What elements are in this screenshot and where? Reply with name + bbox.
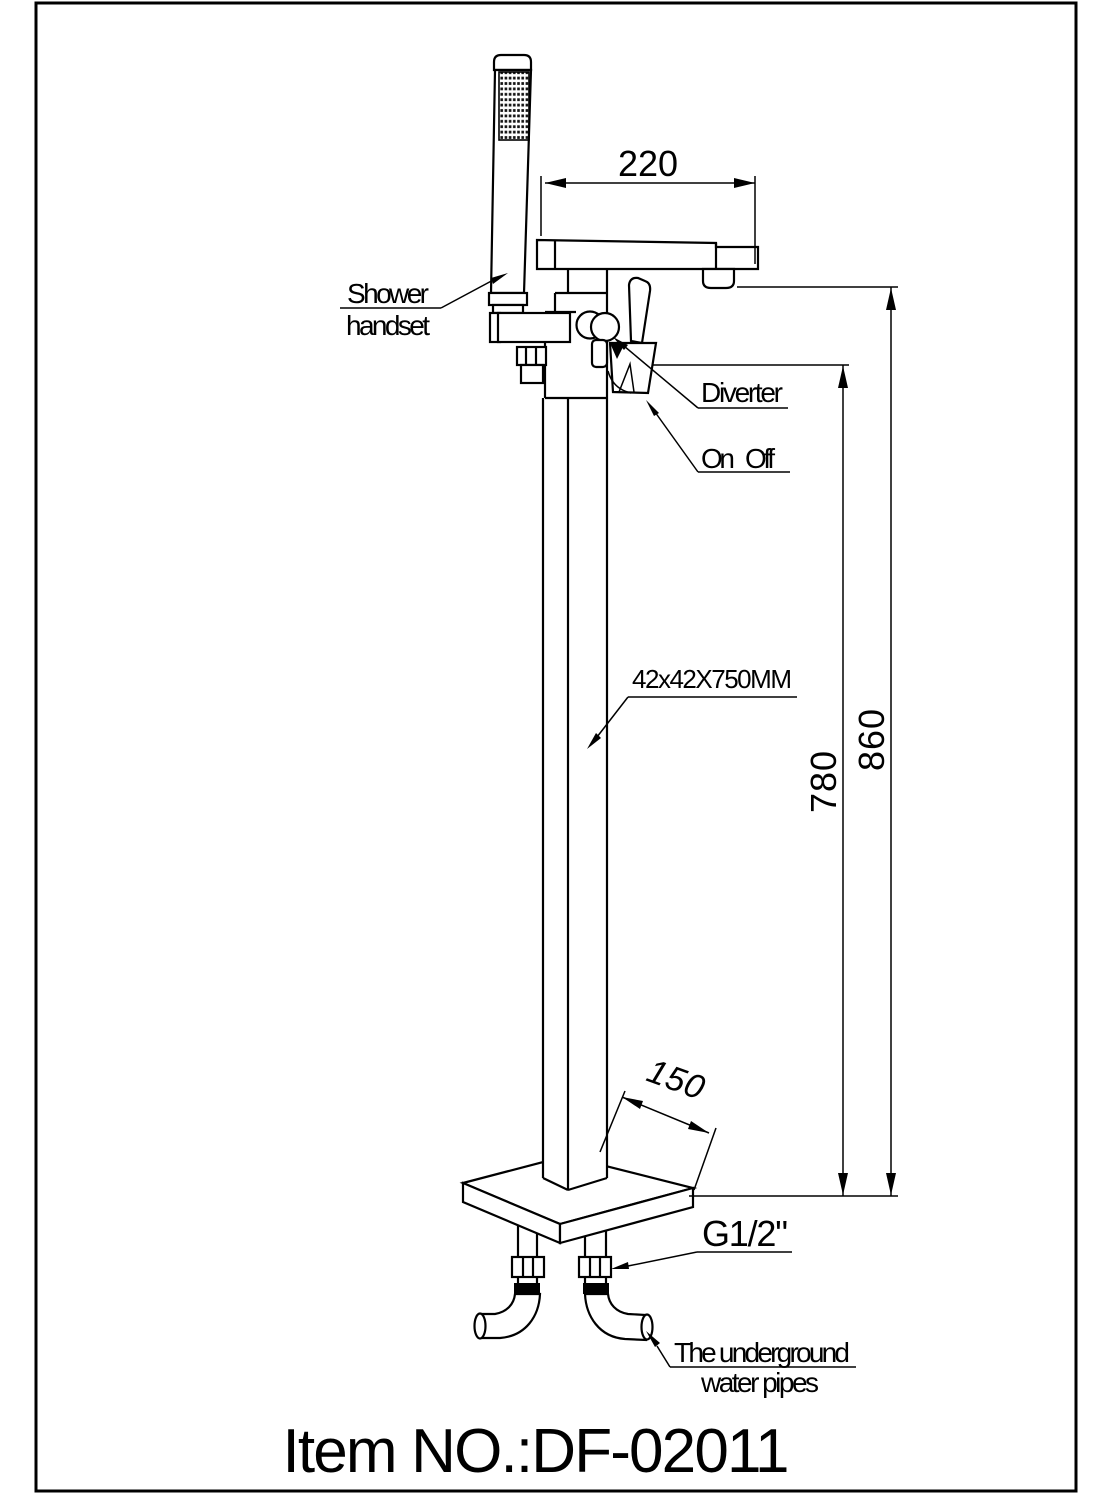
dim-220-value: 220: [618, 143, 678, 184]
item-number-title: Item NO.:DF-02011: [283, 1417, 790, 1486]
hose-connector: [519, 363, 545, 385]
on-off-lever: [627, 276, 652, 345]
handset-cap: [492, 53, 533, 72]
dim-860-value: 860: [851, 709, 892, 771]
lever-cone-base: [608, 341, 658, 395]
on-off-text: On Off: [701, 443, 775, 474]
diverter-stem: [590, 338, 609, 369]
label-on-off: On Off: [646, 400, 790, 474]
spout-outlet: [701, 267, 736, 290]
left-pipe-nut: [510, 1255, 546, 1279]
handset-collar: [487, 291, 529, 307]
label-underground-pipes: The underground water pipes: [646, 1331, 856, 1398]
dimension-780: 780: [652, 364, 849, 1196]
left-pipe-opening: [473, 1312, 487, 1340]
dimension-220: 220: [540, 143, 756, 264]
left-pipe-elbow: [479, 1292, 542, 1340]
label-thread-size: G1/2": [611, 1213, 792, 1269]
underground-text-1: The underground: [674, 1337, 850, 1368]
shower-hose: [429, 377, 554, 1097]
tub-spout: [535, 238, 760, 290]
label-column-spec: 42x42X750MM: [587, 664, 797, 749]
dimension-860: 860: [689, 286, 898, 1197]
drawing-border: [34, 1, 1078, 1493]
underground-text-2: water pipes: [700, 1367, 819, 1398]
label-diverter: Diverter: [613, 337, 788, 409]
base-plate: [459, 1154, 698, 1245]
right-pipe-nut: [577, 1255, 613, 1279]
dim-780-value: 780: [803, 751, 844, 813]
left-pipe-seal-band: [514, 1283, 540, 1294]
shower-handset-text-1: Shower: [347, 278, 429, 309]
shower-handset-text-2: handset: [346, 310, 430, 341]
thread-size-text: G1/2": [702, 1213, 788, 1254]
shower-handset-assembly: [487, 53, 572, 385]
diverter-text: Diverter: [701, 377, 783, 408]
hose-nut: [515, 345, 548, 367]
controls: [575, 276, 658, 395]
handset-holder: [496, 311, 572, 344]
column-spec-text: 42x42X750MM: [632, 664, 792, 694]
handset-spray-face: [498, 71, 530, 141]
right-pipe-seal-band: [583, 1283, 609, 1294]
faucet-column: [541, 398, 609, 1192]
right-pipe-elbow: [583, 1292, 648, 1342]
right-pipe-opening: [640, 1313, 654, 1341]
label-shower-handset: Shower handset: [340, 273, 508, 341]
